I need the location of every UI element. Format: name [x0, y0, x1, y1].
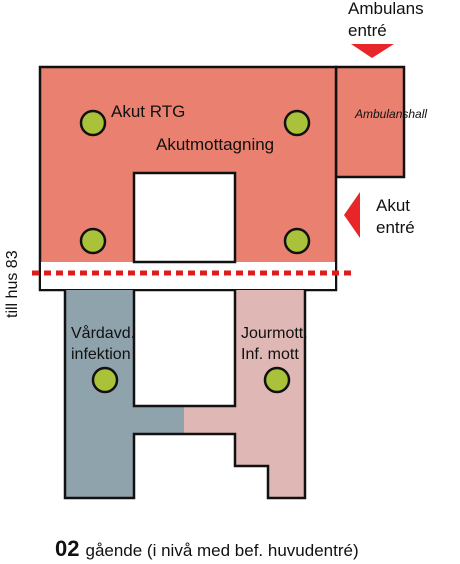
floor-description: gående (i nivå med bef. huvudentré) [85, 541, 359, 560]
location-marker[interactable] [283, 109, 311, 137]
location-marker[interactable] [263, 366, 291, 394]
jourmott-label: Jourmott. [241, 325, 308, 342]
ambulans-entre-label: Ambulans [348, 0, 424, 18]
jourmott-area[interactable] [184, 290, 305, 498]
location-marker[interactable] [79, 109, 107, 137]
ambulanshall-area[interactable] [334, 65, 406, 179]
till-hus-label: till hus 83 [4, 250, 21, 318]
vardavd-label: infektion [71, 346, 131, 363]
location-marker[interactable] [79, 227, 107, 255]
akut-entre-arrow-icon [344, 192, 360, 238]
location-marker[interactable] [91, 366, 119, 394]
vardavd-label: Vårdavd. [71, 324, 135, 342]
akut-entre-label: entré [376, 218, 415, 237]
ambulans-entre-arrow-icon [351, 44, 394, 58]
akut-rtg-label: Akut RTG [111, 102, 185, 121]
courtyard [132, 171, 237, 264]
floor-caption: 02 gående (i nivå med bef. huvudentré) [55, 536, 359, 562]
akutmottagning-label: Akutmottagning [156, 135, 274, 154]
location-marker[interactable] [283, 227, 311, 255]
ambulanshall-label: Ambulanshall [354, 107, 427, 121]
ambulans-entre-label: entré [348, 21, 387, 40]
vardavd-infektion-area[interactable] [65, 290, 184, 498]
akut-entre-label: Akut [376, 196, 410, 215]
floor-number: 02 [55, 536, 80, 561]
jourmott-label: Inf. mott [241, 346, 299, 363]
